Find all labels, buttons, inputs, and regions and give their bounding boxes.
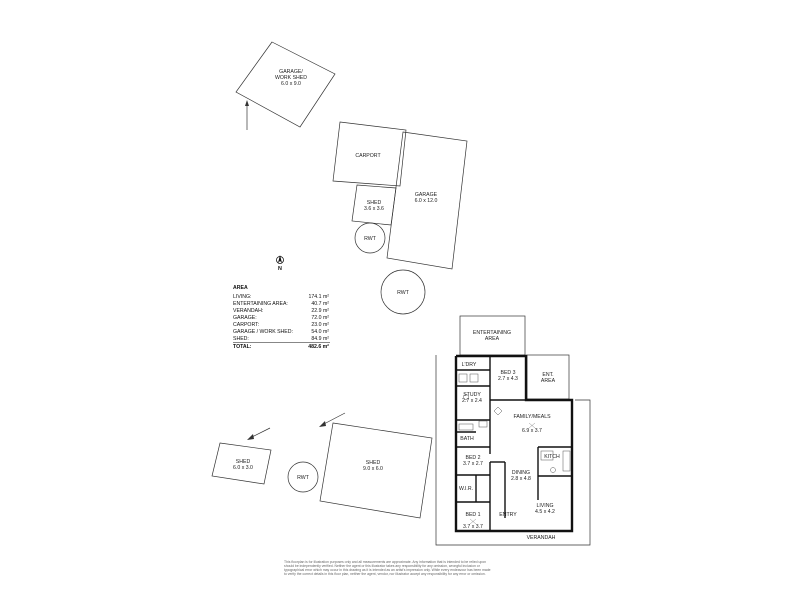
ent-area-label-2: AREA: [541, 378, 556, 384]
rwt-label-2: RWT: [397, 290, 410, 296]
disclaimer-line: typographical error which may occur in t…: [284, 568, 491, 572]
area-row-label: LIVING:: [233, 294, 251, 300]
garage: GARAGE 6.0 x 12.0: [386, 131, 468, 270]
bed2-size: 3.7 x 2.7: [463, 461, 483, 467]
area-row-value: 72.0 m²: [311, 315, 329, 321]
living-size: 4.5 x 4.2: [535, 509, 555, 515]
bed3-size: 2.7 x 4.3: [498, 376, 518, 382]
rwt-tank-1: RWT: [354, 222, 386, 254]
ldry-label: L'DRY: [462, 362, 477, 368]
shed-right-name: SHED: [366, 460, 381, 466]
house-plan: ENTERTAINING AREA ENT. AREA VERANDAH: [435, 315, 591, 546]
area-row-label: SHED:: [233, 336, 249, 342]
north-arrow-top: [245, 100, 249, 130]
disclaimer-line: should be independently verified. Neithe…: [284, 564, 481, 568]
rwt-label-3: RWT: [297, 475, 310, 481]
carport-name: CARPORT: [355, 153, 381, 159]
dining-name: DINING: [512, 470, 530, 476]
area-total-label: TOTAL:: [233, 344, 252, 350]
dining-size: 2.8 x 4.8: [511, 476, 531, 482]
area-row-value: 40.7 m²: [311, 301, 329, 307]
bed3-name: BED 3: [501, 370, 516, 376]
disclaimer: This floorplan is for illustration purpo…: [284, 560, 491, 576]
small-shed-name: SHED: [367, 200, 382, 206]
shed-left-size: 6.0 x 3.0: [233, 465, 253, 471]
ent-area-label-1: ENT.: [542, 372, 553, 378]
garage-work-shed: GARAGE/ WORK SHED 6.0 x 9.0: [235, 41, 336, 128]
area-row-label: ENTERTAINING AREA:: [233, 301, 288, 307]
arrow-left-shed: [247, 427, 271, 440]
entertaining-label-2: AREA: [485, 336, 500, 342]
wir-label: W.I.R.: [459, 486, 473, 492]
bed1-name: BED 1: [466, 512, 481, 518]
shed-right: SHED 9.0 x 6.0: [319, 422, 433, 519]
arrow-right-shed: [319, 412, 346, 427]
area-row-label: CARPORT:: [233, 322, 259, 328]
verandah-label: VERANDAH: [527, 535, 556, 541]
area-row-value: 22.9 m²: [311, 308, 329, 314]
living-name: LIVING: [536, 503, 553, 509]
garage-name: GARAGE: [415, 192, 438, 198]
entry-label: ENTRY: [499, 512, 517, 518]
small-shed: SHED 3.6 x 3.6: [351, 184, 397, 226]
area-row-label: GARAGE / WORK SHED:: [233, 329, 293, 335]
rwt-tank-3: RWT: [287, 461, 319, 493]
small-shed-size: 3.6 x 3.6: [364, 206, 384, 212]
carport: CARPORT: [332, 121, 407, 187]
verandah-outline: [435, 355, 591, 546]
area-row-value: 54.0 m²: [311, 329, 329, 335]
exterior-walls: [454, 354, 574, 533]
family-name: FAMILY/MEALS: [513, 414, 551, 420]
study-name: STUDY: [463, 392, 481, 398]
shed-left: SHED 6.0 x 3.0: [211, 442, 272, 485]
garage-work-shed-size: 6.0 x 9.0: [281, 81, 301, 87]
garage-size: 6.0 x 12.0: [415, 198, 438, 204]
entertaining-label-1: ENTERTAINING: [473, 330, 511, 336]
disclaimer-line: to verify the correct details in this fl…: [284, 572, 486, 576]
family-size: 6.9 x 3.7: [522, 428, 542, 434]
garage-work-shed-name-1: GARAGE/: [279, 69, 303, 75]
disclaimer-line: This floorplan is for illustration purpo…: [284, 560, 486, 564]
area-row-label: GARAGE:: [233, 315, 257, 321]
area-row-value: 23.0 m²: [311, 322, 329, 328]
rwt-label-1: RWT: [364, 236, 377, 242]
area-row-label: VERANDAH:: [233, 308, 263, 314]
study-size: 2.7 x 2.4: [462, 398, 482, 404]
bed2-name: BED 2: [466, 455, 481, 461]
area-table: AREA LIVING: 174.1 m² ENTERTAINING AREA:…: [233, 285, 330, 350]
rwt-tank-2: RWT: [380, 269, 426, 315]
bed1-size: 3.7 x 3.7: [463, 524, 483, 530]
shed-left-name: SHED: [236, 459, 251, 465]
kitch-label: KITCH: [544, 454, 560, 460]
area-row-value: 84.9 m²: [311, 336, 329, 342]
area-heading: AREA: [233, 285, 248, 291]
garage-work-shed-name-2: WORK SHED: [275, 75, 307, 81]
area-row-value: 174.1 m²: [309, 294, 330, 300]
shed-right-size: 9.0 x 6.0: [363, 466, 383, 472]
area-total-value: 482.6 m²: [308, 344, 329, 350]
compass: N: [276, 255, 284, 272]
compass-label: N: [278, 266, 282, 272]
bath-label: BATH: [460, 436, 474, 442]
